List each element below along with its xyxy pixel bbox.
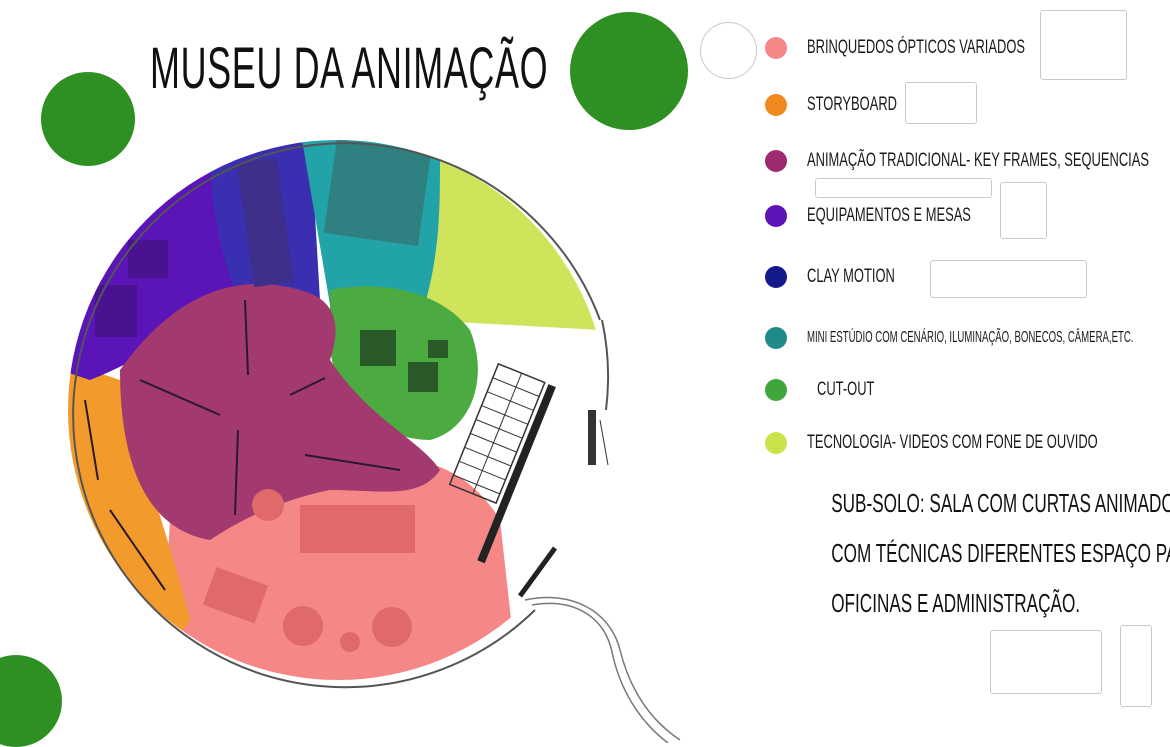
legend-label: CLAY MOTION (807, 266, 895, 287)
floor-plan (68, 140, 681, 743)
zone-technology (420, 160, 600, 330)
page-title: MUSEU DA ANIMAÇÃO (150, 36, 549, 101)
legend-color-dot (765, 327, 787, 349)
legend-color-dot (765, 379, 787, 401)
legend-item-cut-out: CUT-OUT (765, 379, 901, 401)
legend-label: STORYBOARD (807, 94, 897, 115)
legend-color-dot (765, 432, 787, 454)
legend-item-clay-motion: CLAY MOTION (765, 266, 936, 288)
legend-item-traditional-animation: ANIMAÇÃO TRADICIONAL- KEY FRAMES, SEQUEN… (765, 150, 1170, 172)
zone-traditional-animation (120, 283, 440, 540)
legend-item-mini-studio: MINI ESTÚDIO COM CENÁRIO, ILUMINAÇÃO, BO… (765, 327, 1170, 349)
zone-cut-out (330, 286, 478, 440)
legend-color-dot (765, 266, 787, 288)
legend-item-equipment: EQUIPAMENTOS E MESAS (765, 205, 1048, 227)
equipment-sketch-icon (1000, 182, 1047, 239)
decorative-green-circle-top-center (570, 12, 688, 130)
legend-color-dot (765, 94, 787, 116)
legend-label: EQUIPAMENTOS E MESAS (807, 205, 971, 226)
keyframes-sketch-icon (815, 178, 992, 198)
note-line: SUB-SOLO: SALA COM CURTAS ANIMADOS (831, 488, 1170, 518)
legend-label: CUT-OUT (817, 379, 875, 400)
legend-label: ANIMAÇÃO TRADICIONAL- KEY FRAMES, SEQUEN… (807, 150, 1149, 171)
staircase (448, 362, 556, 564)
decorative-green-circle-top-left (41, 72, 135, 166)
basement-note: SUB-SOLO: SALA COM CURTAS ANIMADOS COM T… (770, 478, 1170, 628)
legend-color-dot (765, 37, 787, 59)
note-line: OFICINAS E ADMINISTRAÇÃO. (831, 588, 1081, 618)
screen-sketch-icon (990, 630, 1102, 694)
legend-label: BRINQUEDOS ÓPTICOS VARIADOS (807, 37, 1026, 58)
legend-label: MINI ESTÚDIO COM CENÁRIO, ILUMINAÇÃO, BO… (807, 329, 1134, 346)
legend-item-storyboard: STORYBOARD (765, 94, 939, 116)
legend-item-technology: TECNOLOGIA- VIDEOS COM FONE DE OUVIDO (765, 432, 1170, 454)
legend-item-optical-toys: BRINQUEDOS ÓPTICOS VARIADOS (765, 37, 1128, 59)
optical-toys-sketch-icon (700, 22, 757, 79)
storyboard-sketch-icon (905, 82, 977, 124)
legend-color-dot (765, 150, 787, 172)
optical-toys-sketch-2-icon (1040, 10, 1127, 80)
clay-sketch-icon (930, 260, 1087, 298)
projector-sketch-icon (1120, 625, 1152, 707)
legend: BRINQUEDOS ÓPTICOS VARIADOS STORYBOARD A… (765, 25, 1165, 465)
legend-color-dot (765, 205, 787, 227)
zone-optical-toys (160, 457, 520, 680)
note-line: COM TÉCNICAS DIFERENTES ESPAÇO PARA (831, 538, 1170, 568)
legend-label: TECNOLOGIA- VIDEOS COM FONE DE OUVIDO (807, 432, 1098, 453)
